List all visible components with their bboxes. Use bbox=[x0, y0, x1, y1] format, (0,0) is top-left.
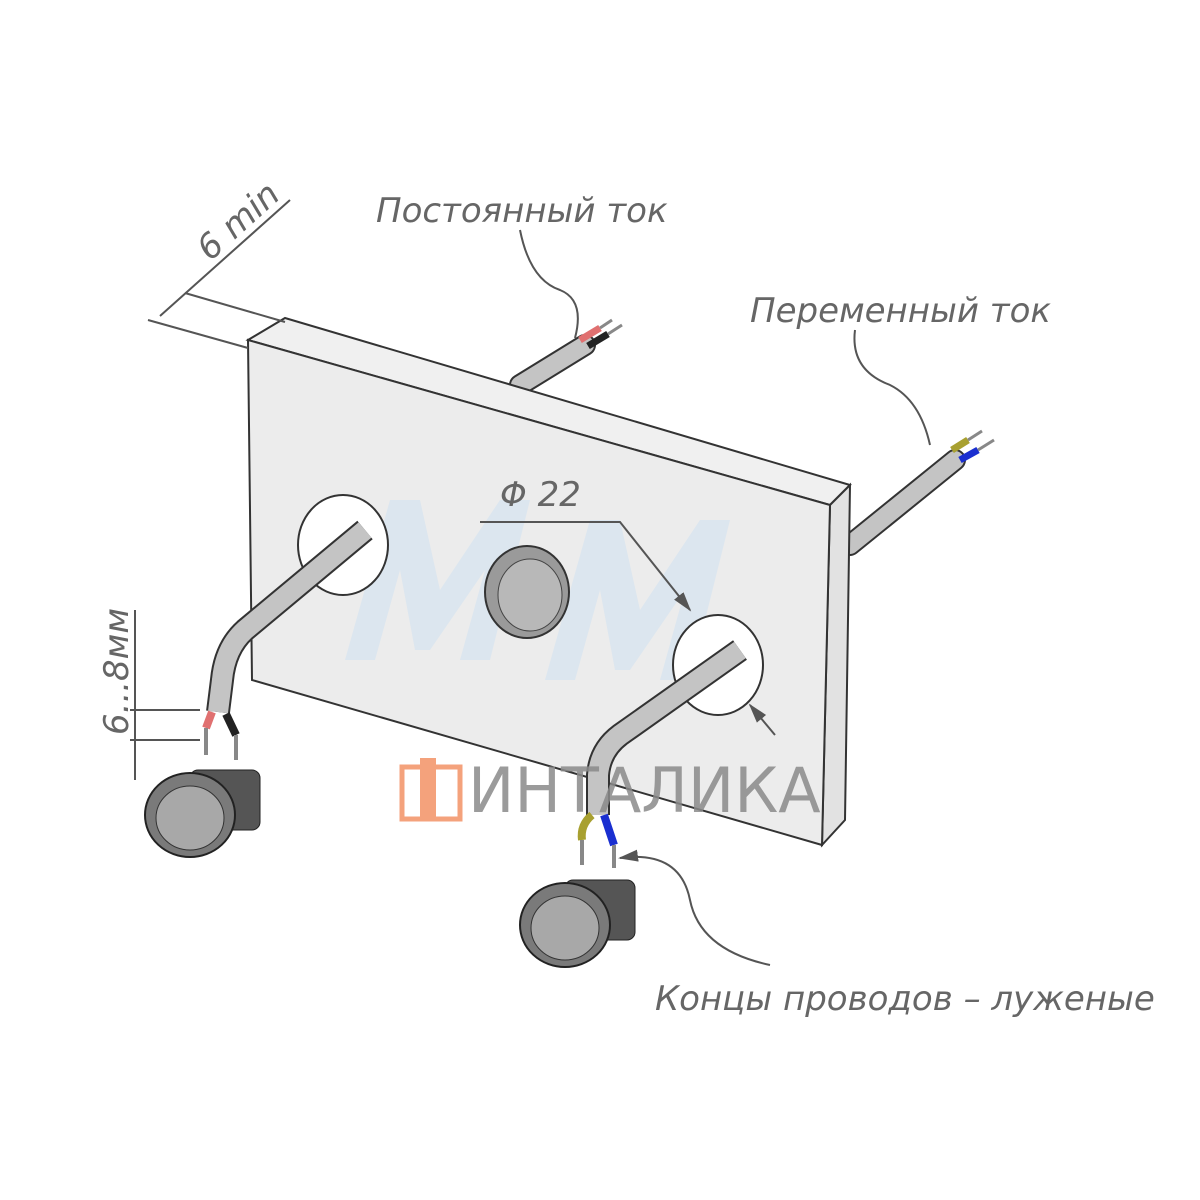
dimension-lines bbox=[130, 199, 931, 966]
left-cable bbox=[202, 520, 373, 760]
switch-button-left bbox=[144, 769, 261, 858]
thickness-label: 6 min bbox=[189, 174, 288, 268]
watermark-text: ИНТАЛИКА bbox=[468, 754, 821, 827]
dc-label: Постоянный ток bbox=[376, 191, 668, 231]
right-cable bbox=[577, 640, 747, 868]
intalika-logo bbox=[399, 758, 463, 822]
wire-ends-label: Концы проводов – луженые bbox=[655, 979, 1155, 1019]
strip-length-label: 6...8мм bbox=[97, 608, 137, 735]
diameter-label: Φ 22 bbox=[500, 475, 581, 515]
ac-cable-back bbox=[839, 429, 995, 556]
switch-button-right bbox=[519, 879, 636, 968]
mounted-button bbox=[484, 545, 570, 639]
dc-cable-back bbox=[509, 318, 623, 396]
ac-label: Переменный ток bbox=[750, 291, 1051, 331]
